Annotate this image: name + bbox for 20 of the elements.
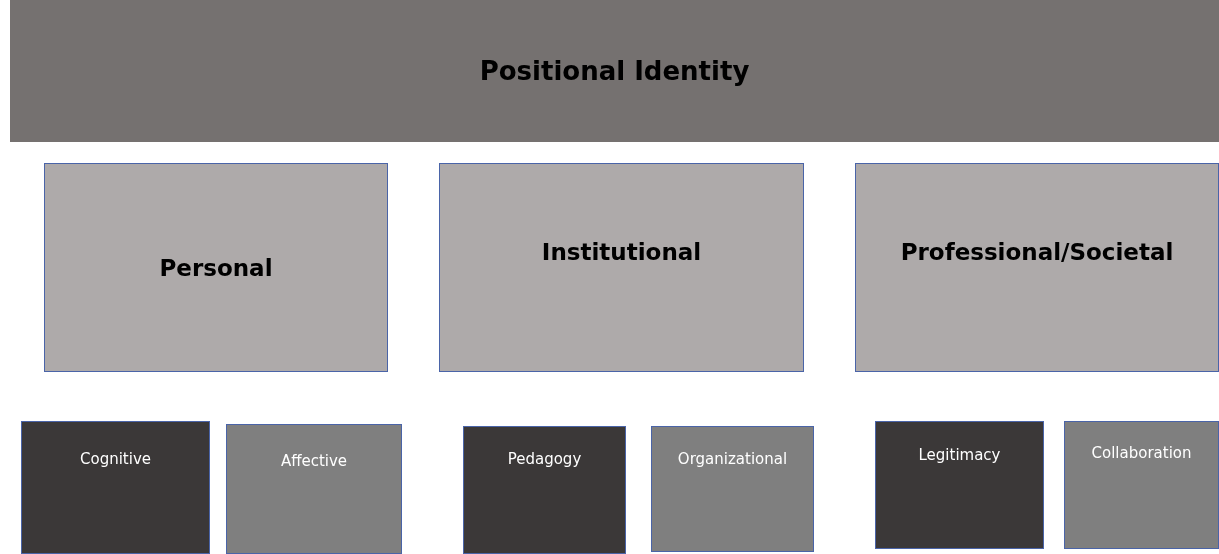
box-label: Affective (280, 452, 348, 470)
subcategory-box (875, 421, 1044, 549)
box-label: Organizational (677, 450, 788, 468)
title-banner (10, 0, 1219, 142)
box-label: Personal (159, 255, 273, 281)
category-box (44, 163, 388, 372)
subcategory-box (1064, 421, 1219, 549)
subcategory-box (463, 426, 626, 554)
box-label: Pedagogy (507, 450, 582, 468)
category-box (855, 163, 1219, 372)
subcategory-box (21, 421, 210, 554)
category-box (439, 163, 804, 372)
box-label: Professional/Societal (900, 239, 1174, 265)
box-label: Institutional (541, 239, 702, 265)
box-label: Legitimacy (918, 446, 1001, 464)
subcategory-box (226, 424, 402, 554)
box-label: Positional Identity (479, 56, 750, 86)
subcategory-box (651, 426, 814, 552)
box-label: Collaboration (1091, 444, 1192, 462)
box-label: Cognitive (80, 450, 151, 468)
